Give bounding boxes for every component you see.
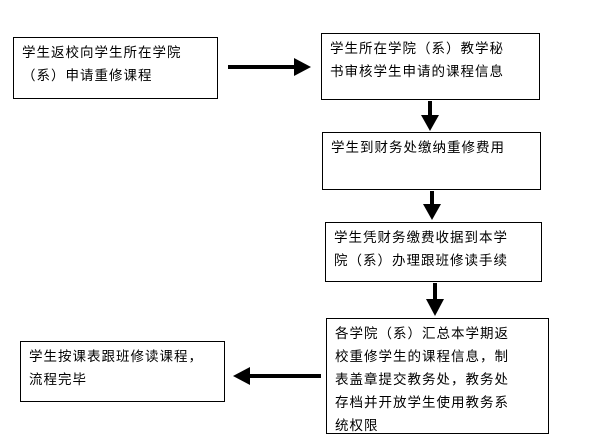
step-6-attend-class-done: 学生按课表跟班修读课程， 流程完毕	[20, 341, 225, 402]
arrow-left	[233, 367, 321, 385]
arrow-down	[426, 283, 444, 316]
step-1-apply-retake: 学生返校向学生所在学院 （系）申请重修课程	[13, 37, 218, 99]
step-2-secretary-review: 学生所在学院（系）教学秘 书审核学生申请的课程信息	[321, 33, 540, 100]
arrow-right	[228, 58, 311, 76]
step-5-compile-and-archive: 各学院（系）汇总本学期返 校重修学生的课程信息，制 表盖章提交教务处，教务处 存…	[326, 318, 549, 434]
arrow-down	[421, 101, 439, 131]
arrow-down	[423, 191, 441, 220]
step-3-pay-fee: 学生到财务处缴纳重修费用	[322, 132, 541, 190]
step-4-register-class: 学生凭财务缴费收据到本学 院（系）办理跟班修读手续	[325, 222, 542, 282]
